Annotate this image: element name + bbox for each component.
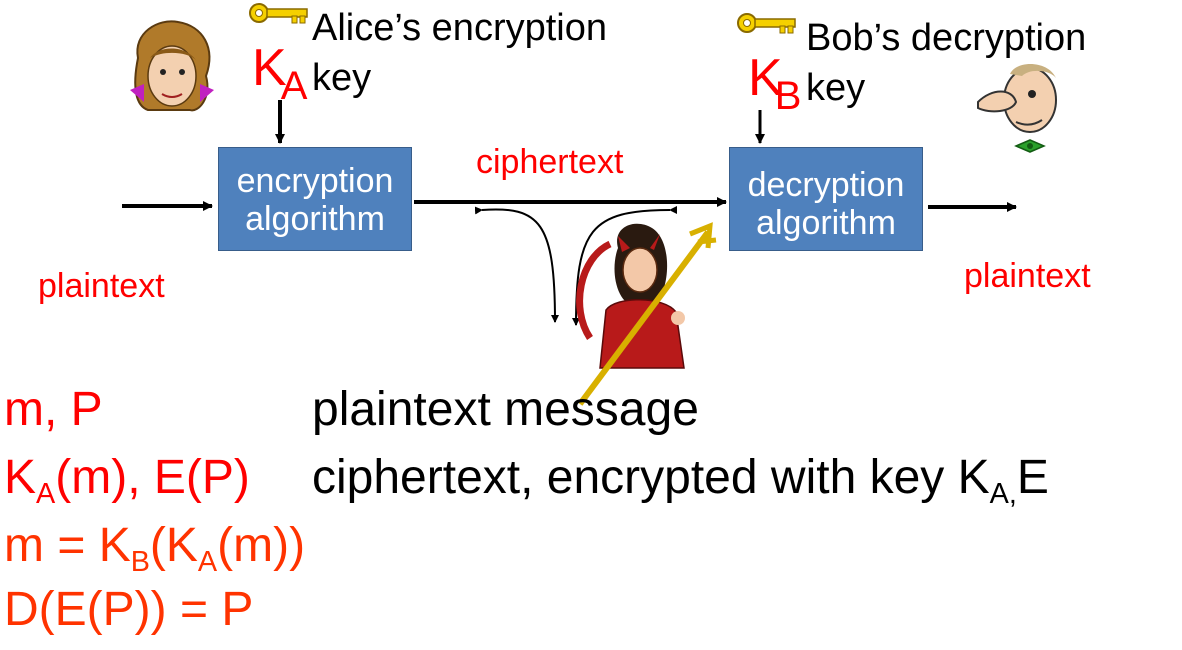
legend-decrypt-equation: m = KB(KA(m)) xyxy=(4,519,306,579)
trudy-devil-icon xyxy=(560,218,720,413)
ciphertext-label: ciphertext xyxy=(476,143,624,181)
key-icon xyxy=(736,10,798,41)
key-b-symbol: KB xyxy=(748,49,802,118)
decryption-algorithm-box: decryption algorithm xyxy=(729,147,923,251)
alice-key-label-line2: key xyxy=(312,57,372,99)
legend-dep-equation: D(E(P)) = P xyxy=(4,583,254,636)
legend-desc-plaintext: plaintext message xyxy=(312,383,699,436)
alice-icon xyxy=(128,18,216,135)
bob-icon xyxy=(972,58,1068,167)
encryption-box-line1: encryption xyxy=(236,162,394,200)
encryption-algorithm-box: encryption algorithm xyxy=(218,147,412,251)
bob-key-label-line1: Bob’s decryption xyxy=(806,17,1087,59)
legend-term-m-p: m, P xyxy=(4,383,103,436)
bob-key-label-line2: key xyxy=(806,67,866,109)
legend-desc-ciphertext: ciphertext, encrypted with key KA,E xyxy=(312,451,1049,511)
decryption-box-line2: algorithm xyxy=(756,204,896,242)
alice-key-label-line1: Alice’s encryption xyxy=(312,7,608,49)
key-icon xyxy=(248,0,310,31)
key-a-symbol: KA xyxy=(252,39,308,108)
encryption-box-line2: algorithm xyxy=(245,200,385,238)
intercept-arrow-left xyxy=(474,206,559,323)
decryption-box-line1: decryption xyxy=(747,166,905,204)
legend-term-ka-m: KA(m), E(P) xyxy=(4,451,250,511)
plaintext-in-label: plaintext xyxy=(38,267,165,305)
plaintext-out-label: plaintext xyxy=(964,257,1091,295)
